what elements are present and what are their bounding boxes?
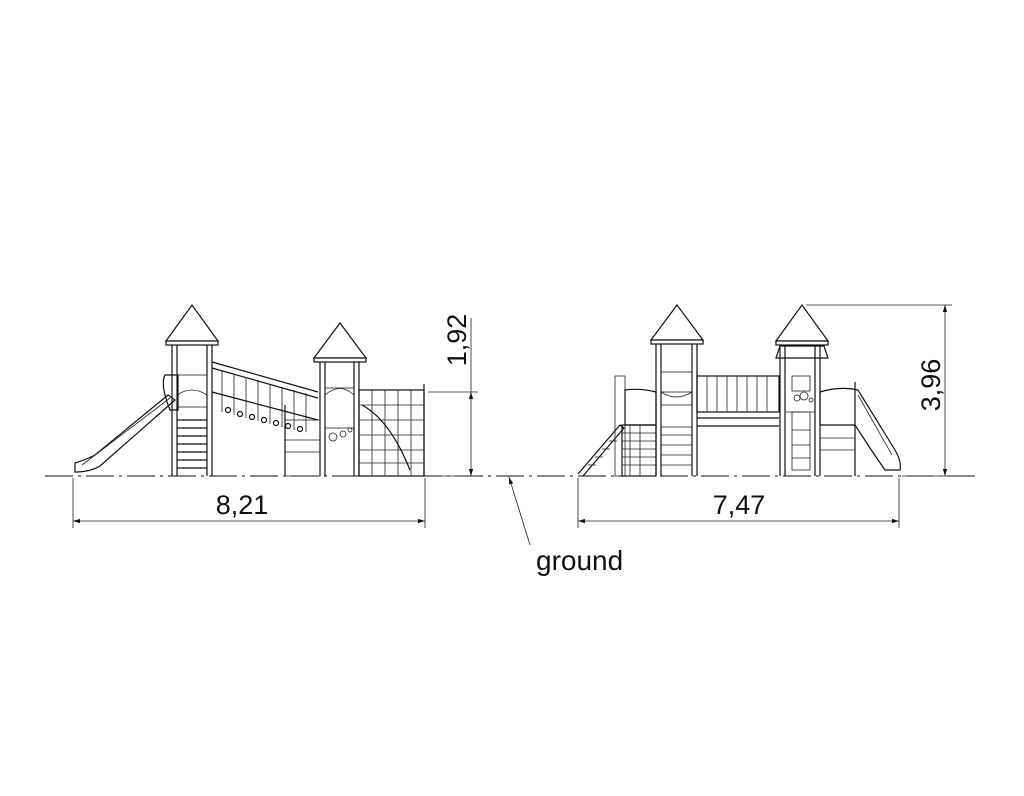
right-tower-1: [649, 303, 705, 476]
right-left-stairs: [577, 375, 657, 477]
left-bridge: [211, 361, 319, 433]
left-tower-1: [164, 303, 220, 476]
ground-leader: ground: [508, 476, 623, 576]
right-width-label: 7,47: [713, 490, 766, 520]
right-height-label: 3,96: [916, 359, 946, 412]
right-tower-2: [774, 303, 830, 476]
left-width-label: 8,21: [216, 490, 269, 520]
right-width-dimension: 7,47: [577, 478, 900, 528]
left-height-dimension: 1,92: [428, 314, 478, 477]
left-height-label: 1,92: [442, 314, 472, 367]
left-tower-ladder: [177, 419, 207, 469]
left-tower-2: [284, 321, 368, 477]
left-width-dimension: 8,21: [72, 478, 426, 528]
right-slide: [819, 382, 902, 476]
ground-label: ground: [536, 545, 623, 576]
right-bridge: [696, 375, 780, 427]
left-slide: [74, 374, 179, 473]
left-playground-view: [74, 303, 425, 477]
right-playground-view: [577, 303, 902, 477]
right-height-dimension: 3,96: [806, 304, 952, 477]
left-climbing-net: [358, 384, 425, 477]
